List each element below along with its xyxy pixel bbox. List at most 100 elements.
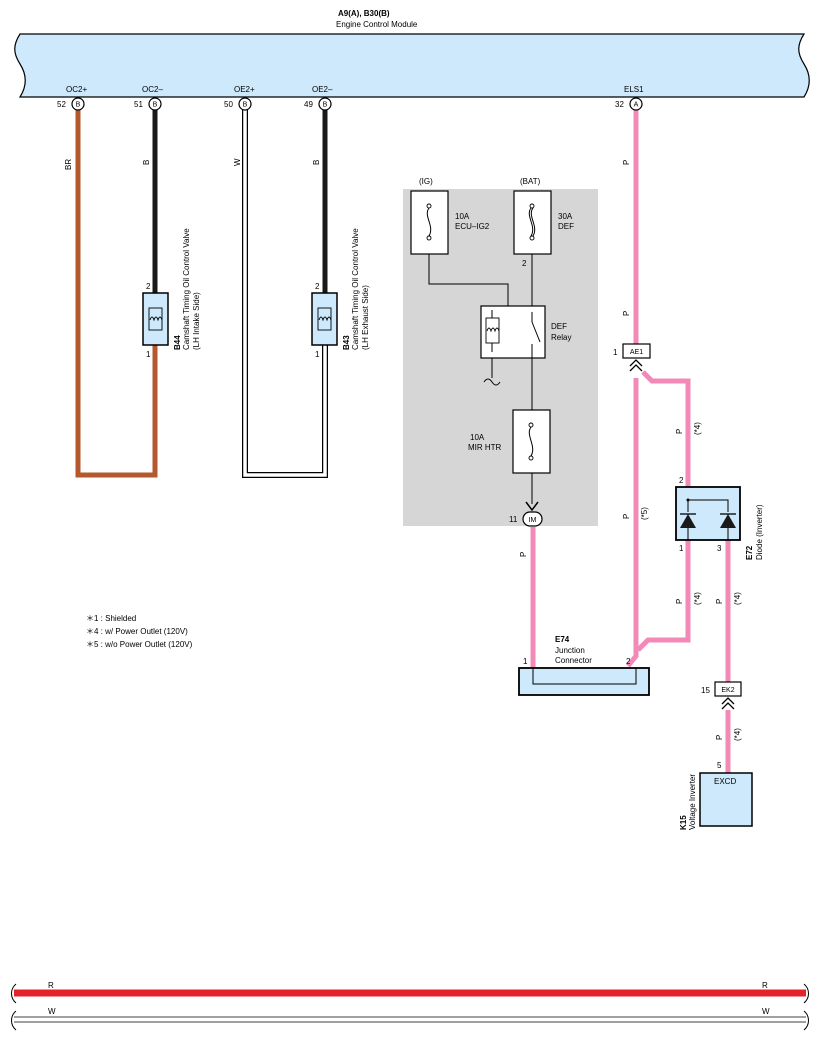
diode-code: E72 xyxy=(745,545,754,560)
connector-im: IM 11 xyxy=(509,511,543,527)
b44-name: Camshaft Timing Oil Control Valve xyxy=(182,228,191,350)
wire-label-br: BR xyxy=(64,159,73,170)
ek2-pin: 15 xyxy=(701,686,710,695)
wire-label-p-ek2: P xyxy=(715,735,724,740)
diode-left-icon xyxy=(680,514,696,528)
ecm-name: Engine Control Module xyxy=(336,20,418,29)
junction-pin-right: 2 xyxy=(626,657,631,666)
inverter-pin: 5 xyxy=(717,761,722,770)
wire-label-p-im: P xyxy=(519,552,528,557)
bus-r-left: R xyxy=(48,981,54,990)
fuse2-amp: 30A xyxy=(558,212,573,221)
note-1: ＊1 : Shielded xyxy=(86,614,136,623)
im-pin: 11 xyxy=(509,515,518,524)
wire-note-branch: (*4) xyxy=(693,422,702,435)
wire-note-main: (*5) xyxy=(640,507,649,520)
fuse3-name: MIR HTR xyxy=(468,443,502,452)
ig-label: (IG) xyxy=(419,177,433,186)
def-relay xyxy=(480,305,546,359)
b43-pin-top: 2 xyxy=(315,282,320,291)
b43-name: Camshaft Timing Oil Control Valve xyxy=(351,228,360,350)
terminal-name-32: ELS1 xyxy=(624,85,644,94)
bottom-bus: R R W W xyxy=(11,981,809,1031)
bus-w-right: W xyxy=(762,1007,770,1016)
wire-label-p-branch: P xyxy=(675,429,684,434)
bus-r-right: R xyxy=(762,981,768,990)
svg-text:A: A xyxy=(634,102,639,109)
b43-pin-bottom: 1 xyxy=(315,350,320,359)
junction-name2: Connector xyxy=(555,656,592,665)
wire-label-p-main: P xyxy=(622,514,631,519)
fuse-relay-box: (IG) (BAT) 10A ECU–IG2 30A DEF 2 DEF Rel… xyxy=(403,177,598,526)
relay-name1: DEF xyxy=(551,322,567,331)
b44-code: B44 xyxy=(173,335,182,350)
inverter-terminal: EXCD xyxy=(714,777,736,786)
junction-pin-left: 1 xyxy=(523,657,528,666)
terminal-51: B 51 xyxy=(134,97,162,111)
b44-pin-bottom: 1 xyxy=(146,350,151,359)
relay-name2: Relay xyxy=(551,333,571,342)
terminal-name-50: OE2+ xyxy=(234,85,255,94)
terminal-name-51: OC2– xyxy=(142,85,163,94)
terminal-52: B 52 xyxy=(57,97,85,111)
junction-e74: E74 Junction Connector 1 2 xyxy=(518,635,650,696)
pin-51: 51 xyxy=(134,100,143,109)
b44-side: (LH Intake Side) xyxy=(192,292,201,350)
wire-p-ae1-branch xyxy=(641,370,691,487)
wire-label-b51: B xyxy=(142,160,151,165)
svg-text:B: B xyxy=(243,102,248,109)
diode-name: Diode (Inverter) xyxy=(755,504,764,560)
fuse1-amp: 10A xyxy=(455,212,470,221)
svg-text:AE1: AE1 xyxy=(630,349,643,356)
valve-b43: 2 1 B43 Camshaft Timing Oil Control Valv… xyxy=(311,228,370,359)
pin-50: 50 xyxy=(224,100,233,109)
inverter-code: K15 xyxy=(679,815,688,830)
inverter-name: Voltage Inverter xyxy=(688,774,697,830)
diode-right-icon xyxy=(720,514,736,528)
svg-text:EK2: EK2 xyxy=(721,687,734,694)
pin-49: 49 xyxy=(304,100,313,109)
b43-code: B43 xyxy=(342,335,351,350)
ground-symbol xyxy=(483,378,501,386)
ecm-code: A9(A), B30(B) xyxy=(338,9,390,18)
connector-ek2: EK2 15 xyxy=(701,681,742,710)
fuse-def xyxy=(513,190,552,255)
pin-52: 52 xyxy=(57,100,66,109)
pin-32: 32 xyxy=(615,100,624,109)
bus-w-left: W xyxy=(48,1007,56,1016)
diode-pin-top: 2 xyxy=(679,476,684,485)
ae1-pin: 1 xyxy=(613,348,618,357)
svg-text:B: B xyxy=(76,102,81,109)
notes: ＊1 : Shielded ＊4 : w/ Power Outlet (120V… xyxy=(86,614,193,649)
wire-label-b49: B xyxy=(312,160,321,165)
fuse3-amp: 10A xyxy=(470,433,485,442)
note-4: ＊4 : w/ Power Outlet (120V) xyxy=(86,627,188,636)
svg-text:B: B xyxy=(323,102,328,109)
junction-code: E74 xyxy=(555,635,570,644)
fuse2-name: DEF xyxy=(558,222,574,231)
terminal-50: B 50 xyxy=(224,97,252,111)
fuse1-name: ECU–IG2 xyxy=(455,222,490,231)
svg-text:B: B xyxy=(153,102,158,109)
note-5: ＊5 : w/o Power Outlet (120V) xyxy=(86,640,193,649)
wire-br-52 xyxy=(75,110,158,478)
wire-p-diode1 xyxy=(636,540,691,652)
wire-note-ek2: (*4) xyxy=(733,728,742,741)
terminal-name-49: OE2– xyxy=(312,85,333,94)
wire-label-p-els1-mid: P xyxy=(622,311,631,316)
ecm-body xyxy=(14,33,810,98)
wire-label-p-els1: P xyxy=(622,160,631,165)
terminal-name-52: OC2+ xyxy=(66,85,87,94)
wire-label-p-diode3: P xyxy=(715,599,724,604)
diode-e72: 2 1 3 E72 Diode (Inverter) xyxy=(675,476,764,560)
connector-ae1: AE1 1 xyxy=(613,343,651,372)
valve-b44: 2 1 B44 Camshaft Timing Oil Control Valv… xyxy=(142,228,201,359)
wire-label-p-diode1: P xyxy=(675,599,684,604)
inverter-k15: EXCD 5 K15 Voltage Inverter xyxy=(679,761,753,830)
wire-note-diode3: (*4) xyxy=(733,592,742,605)
diode-pin-left: 1 xyxy=(679,544,684,553)
diode-pin-right: 3 xyxy=(717,544,722,553)
wire-label-w50: W xyxy=(233,158,242,166)
terminal-32: A 32 xyxy=(615,97,643,111)
